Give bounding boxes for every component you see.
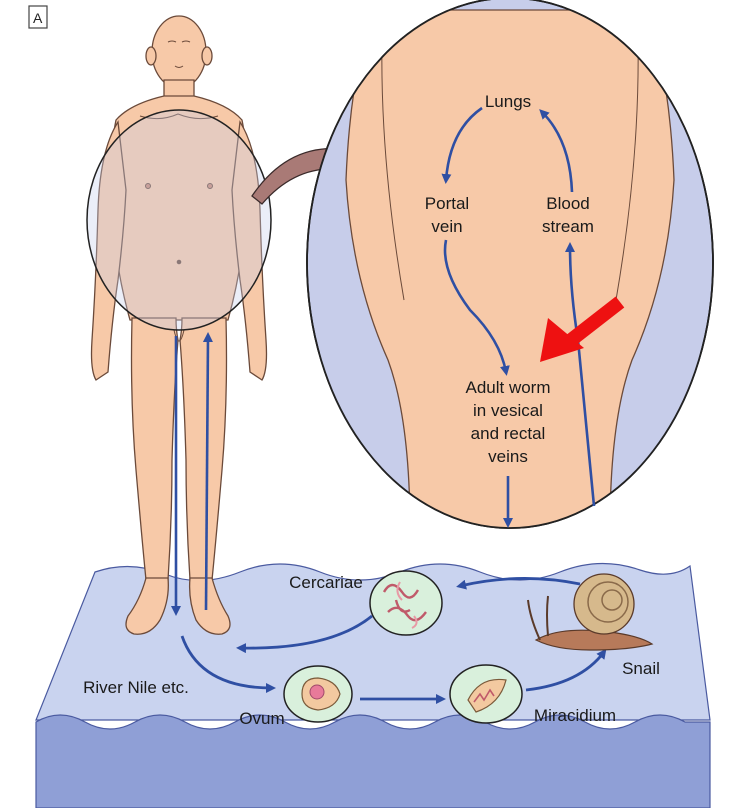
svg-text:A: A xyxy=(33,10,43,26)
label-cercariae: Cercariae xyxy=(289,573,363,592)
panel-label: A xyxy=(29,6,47,28)
label-blood-stream-1: Blood xyxy=(546,194,589,213)
label-adult-worm-3: and rectal xyxy=(471,424,546,443)
label-snail: Snail xyxy=(622,659,660,678)
torso-magnifier-circle xyxy=(87,110,271,330)
label-portal-vein-1: Portal xyxy=(425,194,469,213)
label-miracidium: Miracidium xyxy=(534,706,616,725)
label-portal-vein-2: vein xyxy=(431,217,462,236)
label-ovum: Ovum xyxy=(239,709,284,728)
ovum-stage xyxy=(284,666,352,722)
cercariae-stage xyxy=(370,571,442,635)
miracidium-stage xyxy=(450,665,522,723)
label-lungs: Lungs xyxy=(485,92,531,111)
label-adult-worm-4: veins xyxy=(488,447,528,466)
label-adult-worm-2: in vesical xyxy=(473,401,543,420)
label-blood-stream-2: stream xyxy=(542,217,594,236)
label-river: River Nile etc. xyxy=(83,678,189,697)
label-adult-worm-1: Adult worm xyxy=(465,378,550,397)
